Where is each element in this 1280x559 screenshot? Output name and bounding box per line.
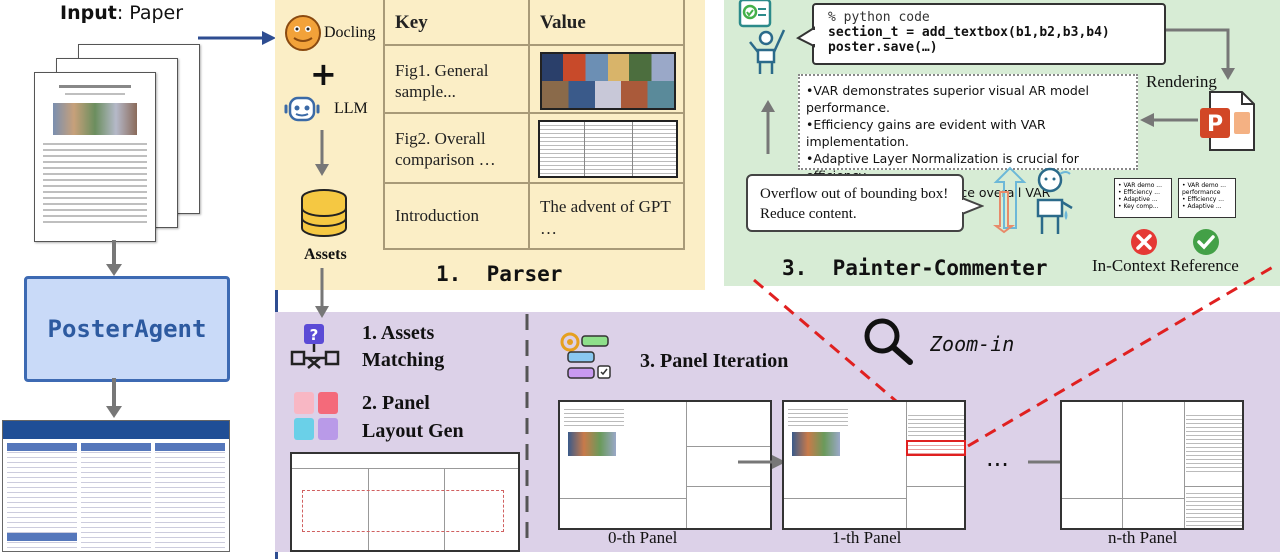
arrow-feedback-up (760, 98, 776, 154)
input-label-rest: : Paper (117, 2, 183, 24)
input-title: Input: Paper (60, 2, 183, 24)
poster-agent-box: PosterAgent (24, 276, 230, 382)
arrow-assets-to-planner (314, 268, 330, 320)
docling-label: Docling (324, 24, 376, 42)
reference-slide-bad: • VAR demo ... • Efficiency ... • Adapti… (1114, 178, 1172, 218)
table-header-key: Key (383, 0, 530, 46)
mini-left-line-1: • VAR demo ... (1118, 182, 1168, 189)
svg-text:P: P (1207, 112, 1223, 137)
refresh-arrows-icon (990, 166, 1030, 236)
bullet-line-1: •VAR demonstrates superior visual AR mod… (806, 82, 1132, 116)
fig1-thumbnail (540, 52, 676, 110)
mini-left-line-4: • Key comp... (1118, 203, 1168, 210)
panel-0-caption: 0-th Panel (608, 528, 677, 548)
table-row-fig1-key: Fig1. General sample... (383, 44, 530, 114)
arrow-llm-to-assets (314, 130, 330, 178)
overflow-speech-tail (962, 196, 984, 216)
panel-iteration-icon (558, 330, 616, 382)
database-icon (298, 188, 350, 240)
commenter-person-icon (1030, 166, 1080, 236)
input-label-bold: Input (60, 2, 117, 24)
ellipsis: ... (986, 444, 1009, 472)
panel-1-caption: 1-th Panel (832, 528, 901, 548)
arrow-input-to-parser (198, 28, 278, 48)
parser-title: 1. Parser (436, 262, 562, 286)
code-box: % python code section_t = add_textbox(b1… (812, 3, 1166, 65)
rendering-label: Rendering (1146, 72, 1217, 92)
code-line-comment: % python code (828, 10, 1164, 25)
panel-1 (782, 400, 966, 530)
table-row-fig1-value (528, 44, 685, 114)
paper-sheet-front (34, 72, 156, 242)
llm-icon (282, 90, 322, 128)
paper-figure (53, 103, 137, 135)
mini-left-line-3: • Adaptive ... (1118, 196, 1168, 203)
assets-label: Assets (304, 246, 347, 264)
layout-gen-preview (290, 452, 520, 552)
arrow-rendering-to-text (1140, 110, 1200, 130)
arrow-paper-to-agent (104, 240, 124, 278)
mini-right-line-3: • Adaptive ... (1182, 203, 1232, 210)
plus-sign: + (310, 58, 337, 90)
mini-left-line-2: • Efficiency ... (1118, 189, 1168, 196)
rendered-bullets-box: •VAR demonstrates superior visual AR mod… (798, 74, 1138, 170)
fig2-thumbnail (538, 120, 678, 178)
powerpoint-icon: P (1198, 90, 1258, 152)
docling-icon (284, 14, 322, 52)
panel-layout-label: 2. Panel Layout Gen (362, 389, 492, 445)
svg-text:?: ? (310, 326, 319, 344)
output-poster (2, 420, 230, 552)
llm-label: LLM (334, 100, 368, 118)
painter-person-icon (736, 0, 800, 76)
code-line-save: poster.save(…) (828, 40, 1164, 55)
assets-matching-icon: ? (290, 322, 340, 374)
bullet-line-2: •Efficiency gains are evident with VAR i… (806, 116, 1132, 150)
panel-layout-icon (292, 390, 342, 442)
overflow-message-box: Overflow out of bounding box! Reduce con… (746, 174, 964, 232)
arrow-panel0-to-panel1 (738, 452, 788, 472)
panel-n (1060, 400, 1244, 530)
code-line-add-textbox: section_t = add_textbox(b1,b2,b3,b4) (828, 25, 1164, 40)
table-row-intro-value: The advent of GPT … (528, 182, 685, 250)
overflow-highlight (906, 440, 966, 456)
table-header-value: Value (528, 0, 685, 46)
table-row-fig2-key: Fig2. Overall comparison … (383, 112, 530, 184)
arrow-agent-to-poster (104, 378, 124, 420)
mini-right-line-1: • VAR demo ... performance (1182, 182, 1232, 196)
mini-right-line-2: • Efficiency ... (1182, 196, 1232, 203)
table-row-intro-key: Introduction (383, 182, 530, 250)
speech-tail (796, 26, 816, 48)
planner-divider (524, 314, 530, 546)
panel-n-caption: n-th Panel (1108, 528, 1177, 548)
assets-matching-label: 1. Assets Matching (362, 320, 472, 374)
table-row-fig2-value (528, 112, 685, 184)
reference-slide-good: • VAR demo ... performance • Efficiency … (1178, 178, 1236, 218)
